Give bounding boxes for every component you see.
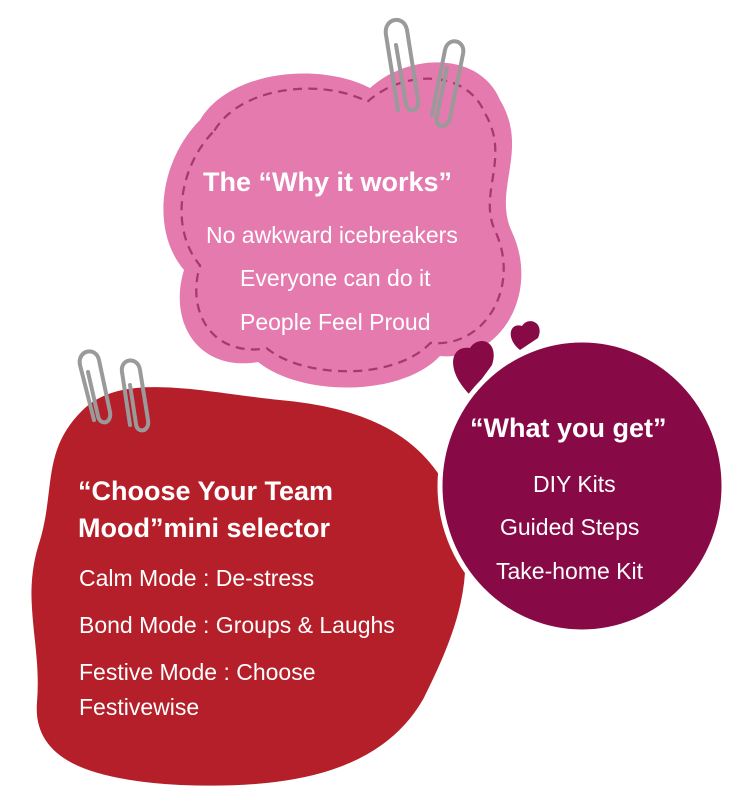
- mood-title-line2: Mood”mini selector: [78, 513, 331, 543]
- why-title: The “Why it works”: [203, 167, 453, 197]
- get-title: “What you get”: [470, 413, 667, 443]
- why-blob: [163, 62, 522, 388]
- why-item: No awkward icebreakers: [206, 222, 458, 248]
- mood-item: Calm Mode : De-stress: [79, 565, 315, 591]
- mood-item: Festivewise: [79, 694, 200, 720]
- get-item: DIY Kits: [533, 471, 616, 497]
- mood-item: Bond Mode : Groups & Laughs: [79, 612, 395, 638]
- paperclip-icon: [77, 349, 151, 433]
- get-circle: [437, 321, 727, 635]
- mood-title-line1: “Choose Your Team: [78, 476, 334, 506]
- why-item: Everyone can do it: [240, 265, 431, 291]
- mood-blob: [27, 383, 470, 790]
- mood-item: Festive Mode : Choose: [79, 659, 316, 685]
- get-item: Take-home Kit: [496, 558, 644, 584]
- paperclip-icon: [383, 18, 466, 128]
- why-item: People Feel Proud: [240, 309, 431, 335]
- heart-icon: [453, 341, 494, 395]
- get-item: Guided Steps: [500, 514, 640, 540]
- heart-icon: [510, 321, 540, 350]
